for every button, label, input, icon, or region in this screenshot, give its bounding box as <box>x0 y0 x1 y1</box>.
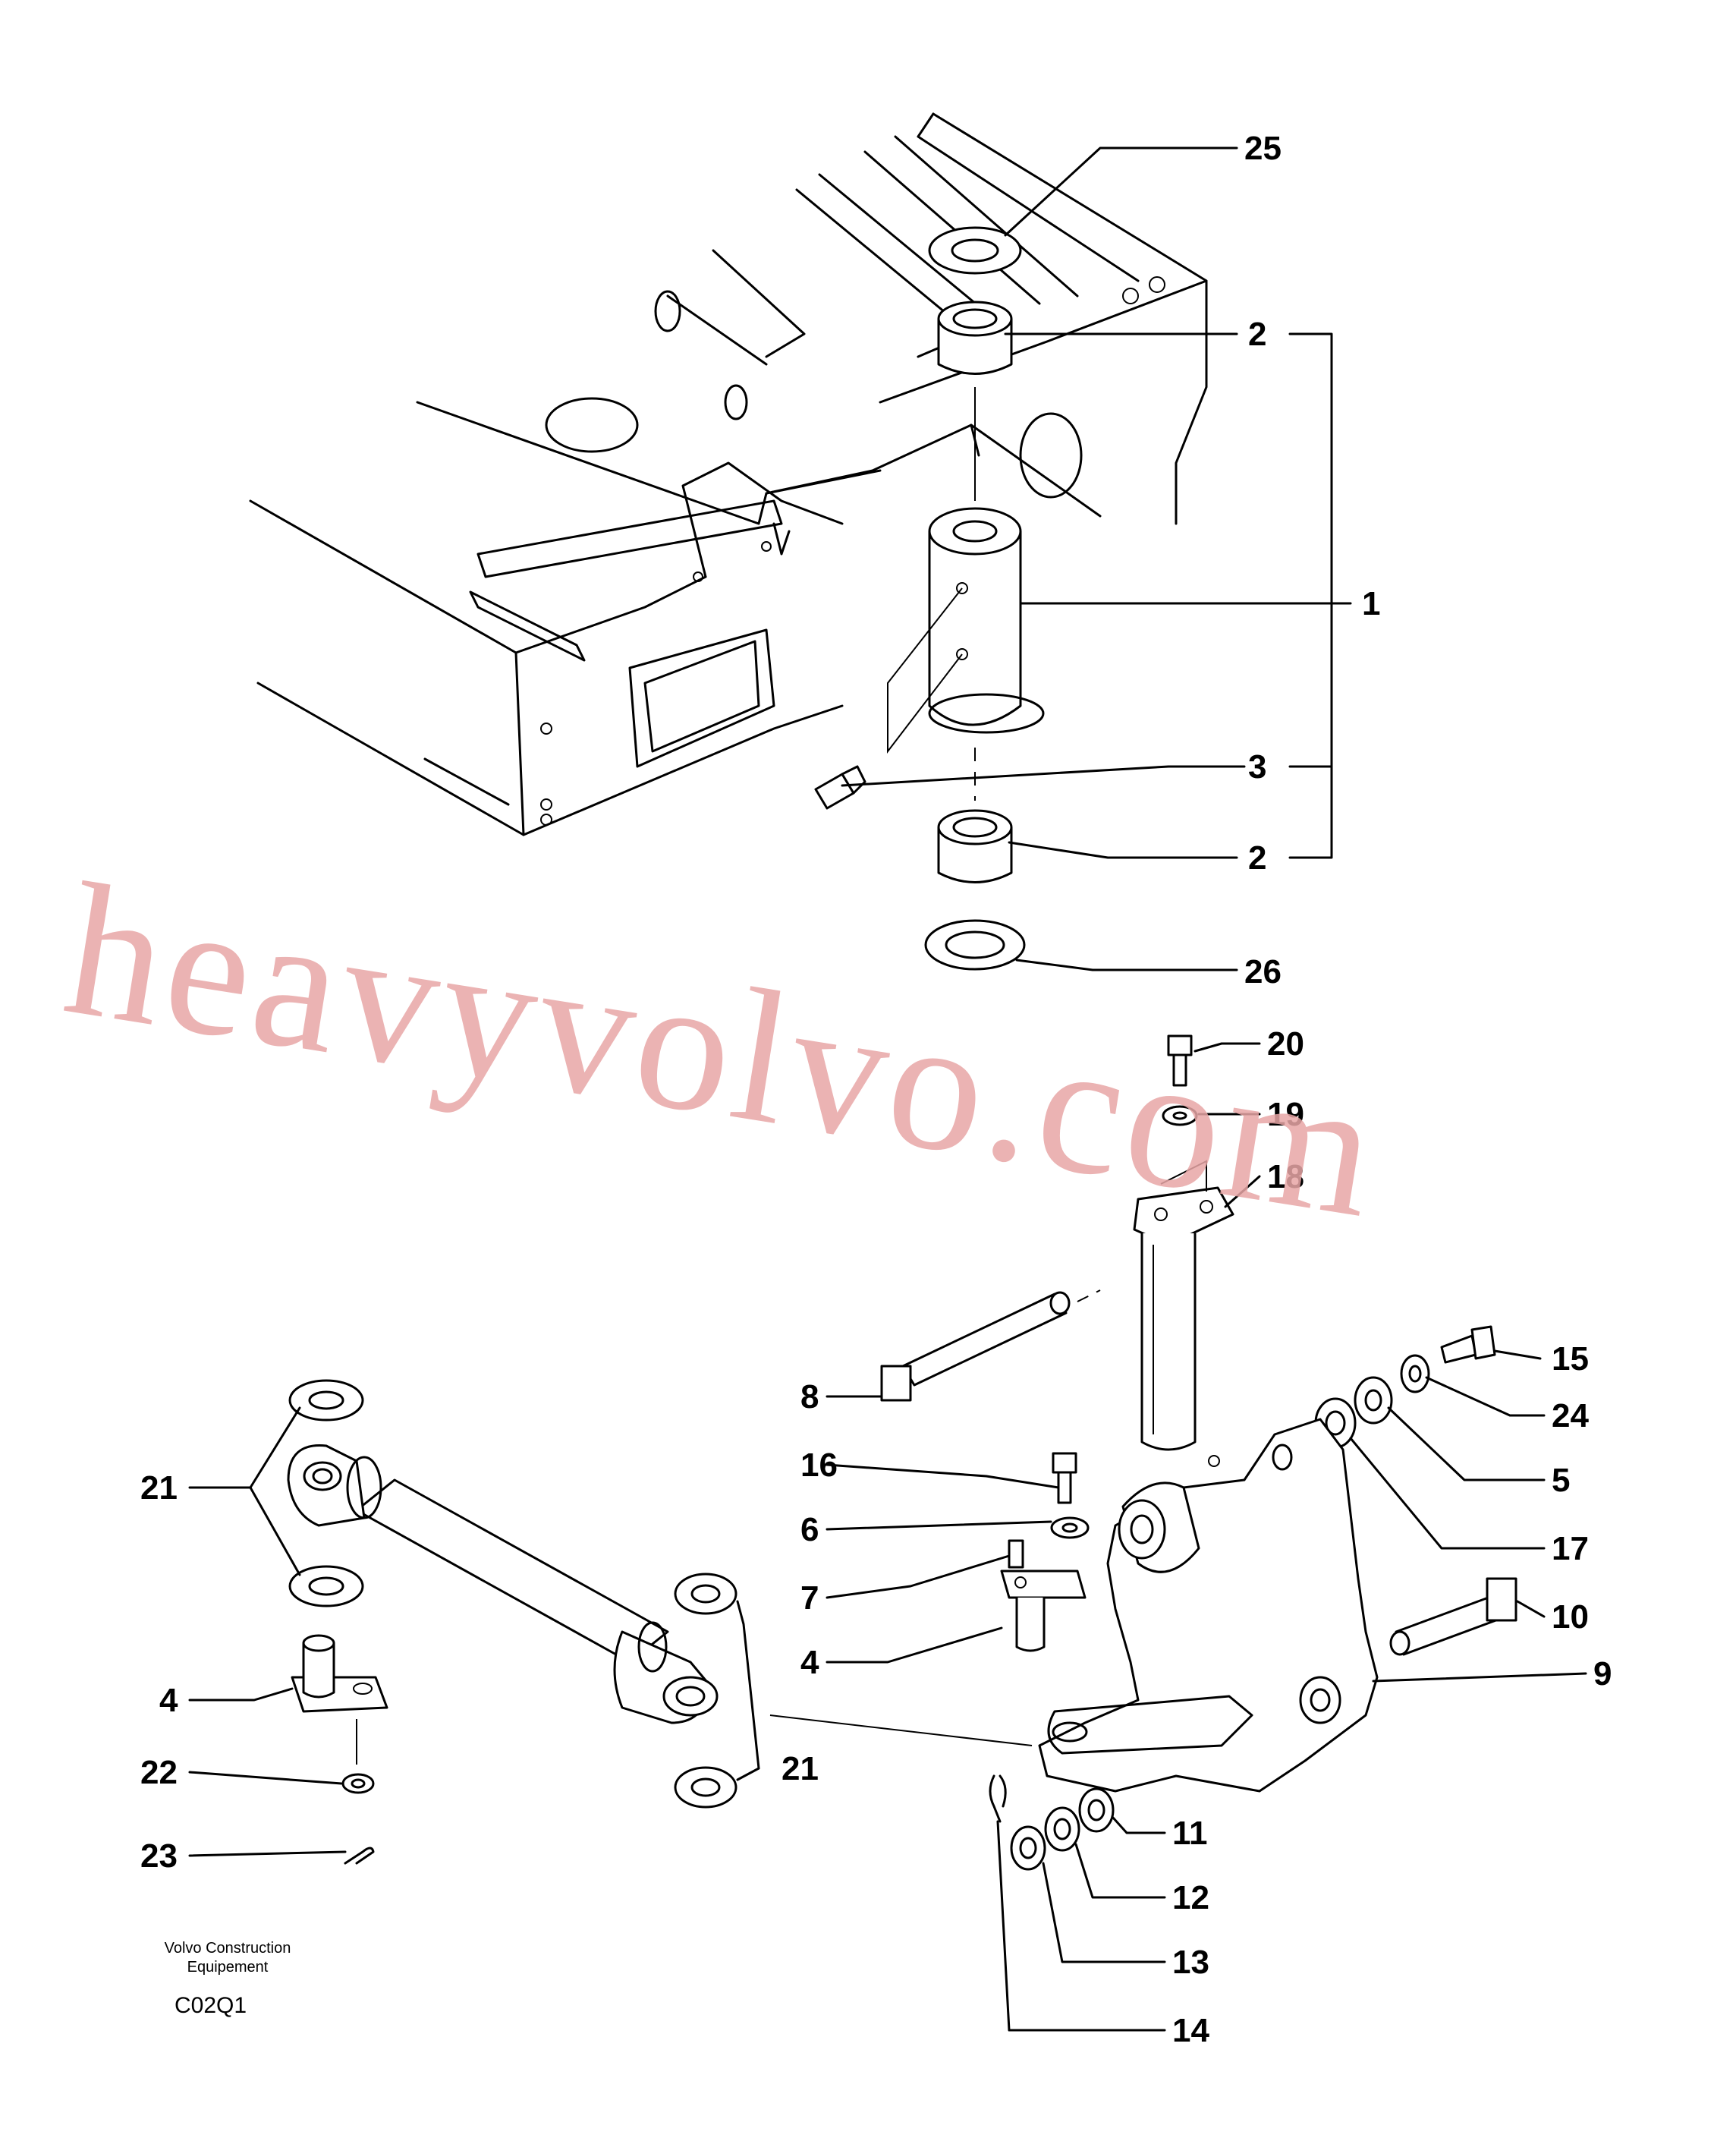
callout-11: 11 <box>1172 1815 1208 1852</box>
king-pin <box>1140 1233 1197 1451</box>
steering-cylinder <box>287 1444 719 1724</box>
callout-6: 6 <box>800 1511 819 1548</box>
lock-plate-4-left <box>291 1634 388 1713</box>
bushing-2-upper <box>937 301 1013 375</box>
maker-name-line2: Equipement <box>187 1959 269 1976</box>
callout-4-left: 4 <box>159 1682 178 1719</box>
callout-14: 14 <box>1172 2012 1209 2049</box>
drawing-code: C02Q1 <box>175 1993 247 2018</box>
washer-12 <box>1044 1806 1080 1852</box>
washer-22 <box>341 1773 375 1794</box>
washer-6 <box>1050 1516 1090 1539</box>
bolt-20 <box>1167 1034 1193 1087</box>
callout-2-upper: 2 <box>1248 316 1266 353</box>
callout-1: 1 <box>1362 585 1380 622</box>
callout-16: 5 <box>1552 1462 1570 1499</box>
callout-labels: 25 2 1 3 2 26 20 19 18 8 15 24 16 5 6 17… <box>140 130 1612 2049</box>
grease-nipple-3 <box>814 765 866 810</box>
washer-16 <box>1354 1376 1393 1425</box>
lock-plate-4-right <box>1000 1570 1087 1652</box>
watermark-text: heavyvolvo.com <box>53 843 1392 1258</box>
callout-9: 9 <box>1593 1655 1612 1692</box>
assembly-line <box>769 1714 1033 1746</box>
bushing-2-lower <box>937 809 1013 883</box>
footer: Volvo Construction Equipement C02Q1 <box>165 1940 291 2018</box>
washer-21-right-bottom <box>674 1766 737 1809</box>
set-screw-7 <box>1008 1539 1024 1569</box>
washer-11 <box>1078 1787 1115 1833</box>
callout-13: 13 <box>1172 1944 1209 1981</box>
callout-18: 18 <box>1267 1158 1304 1195</box>
callout-24: 24 <box>1552 1397 1589 1434</box>
maker-name-line1: Volvo Construction <box>165 1940 291 1957</box>
leader-lines <box>188 146 1587 2032</box>
callout-21-left: 21 <box>140 1469 178 1507</box>
washer-21-right-top <box>674 1573 737 1615</box>
callout-23: 23 <box>140 1837 178 1875</box>
callout-15: 15 <box>1552 1340 1589 1377</box>
callout-10: 10 <box>1552 1598 1589 1636</box>
callout-7: 7 <box>800 1579 819 1617</box>
chassis-frame <box>249 112 1208 836</box>
washer-19 <box>1162 1105 1198 1126</box>
callout-12: 12 <box>1172 1879 1209 1916</box>
washer-24 <box>1400 1354 1430 1393</box>
cotter-pin-14 <box>989 1774 1007 1823</box>
washer-21-top <box>288 1379 364 1422</box>
callout-5: 16 <box>800 1447 838 1484</box>
callout-3: 3 <box>1248 748 1266 786</box>
callout-25: 25 <box>1244 130 1282 167</box>
callout-20: 20 <box>1267 1025 1304 1063</box>
callout-17: 17 <box>1552 1530 1589 1567</box>
callout-26: 26 <box>1244 953 1282 990</box>
bolt-15 <box>1440 1325 1496 1364</box>
washer-21-mid <box>288 1565 364 1607</box>
pin-10 <box>1389 1577 1517 1656</box>
bolt-5 <box>1052 1452 1077 1504</box>
pivot-boss <box>887 507 1045 754</box>
callout-8: 8 <box>800 1378 819 1415</box>
washer-13 <box>1010 1825 1046 1871</box>
washer-26 <box>924 919 1026 971</box>
plate-18 <box>1133 1160 1234 1246</box>
callout-2-lower: 2 <box>1248 839 1266 877</box>
callout-22: 22 <box>140 1754 178 1791</box>
callout-4-right: 4 <box>800 1644 819 1681</box>
washer-25 <box>928 226 1022 275</box>
callout-21-right: 21 <box>782 1750 819 1787</box>
knuckle-9 <box>1038 1418 1379 1793</box>
pin-8 <box>880 1289 1101 1402</box>
cotter-pin-23 <box>344 1847 375 1865</box>
callout-19: 19 <box>1267 1096 1304 1133</box>
